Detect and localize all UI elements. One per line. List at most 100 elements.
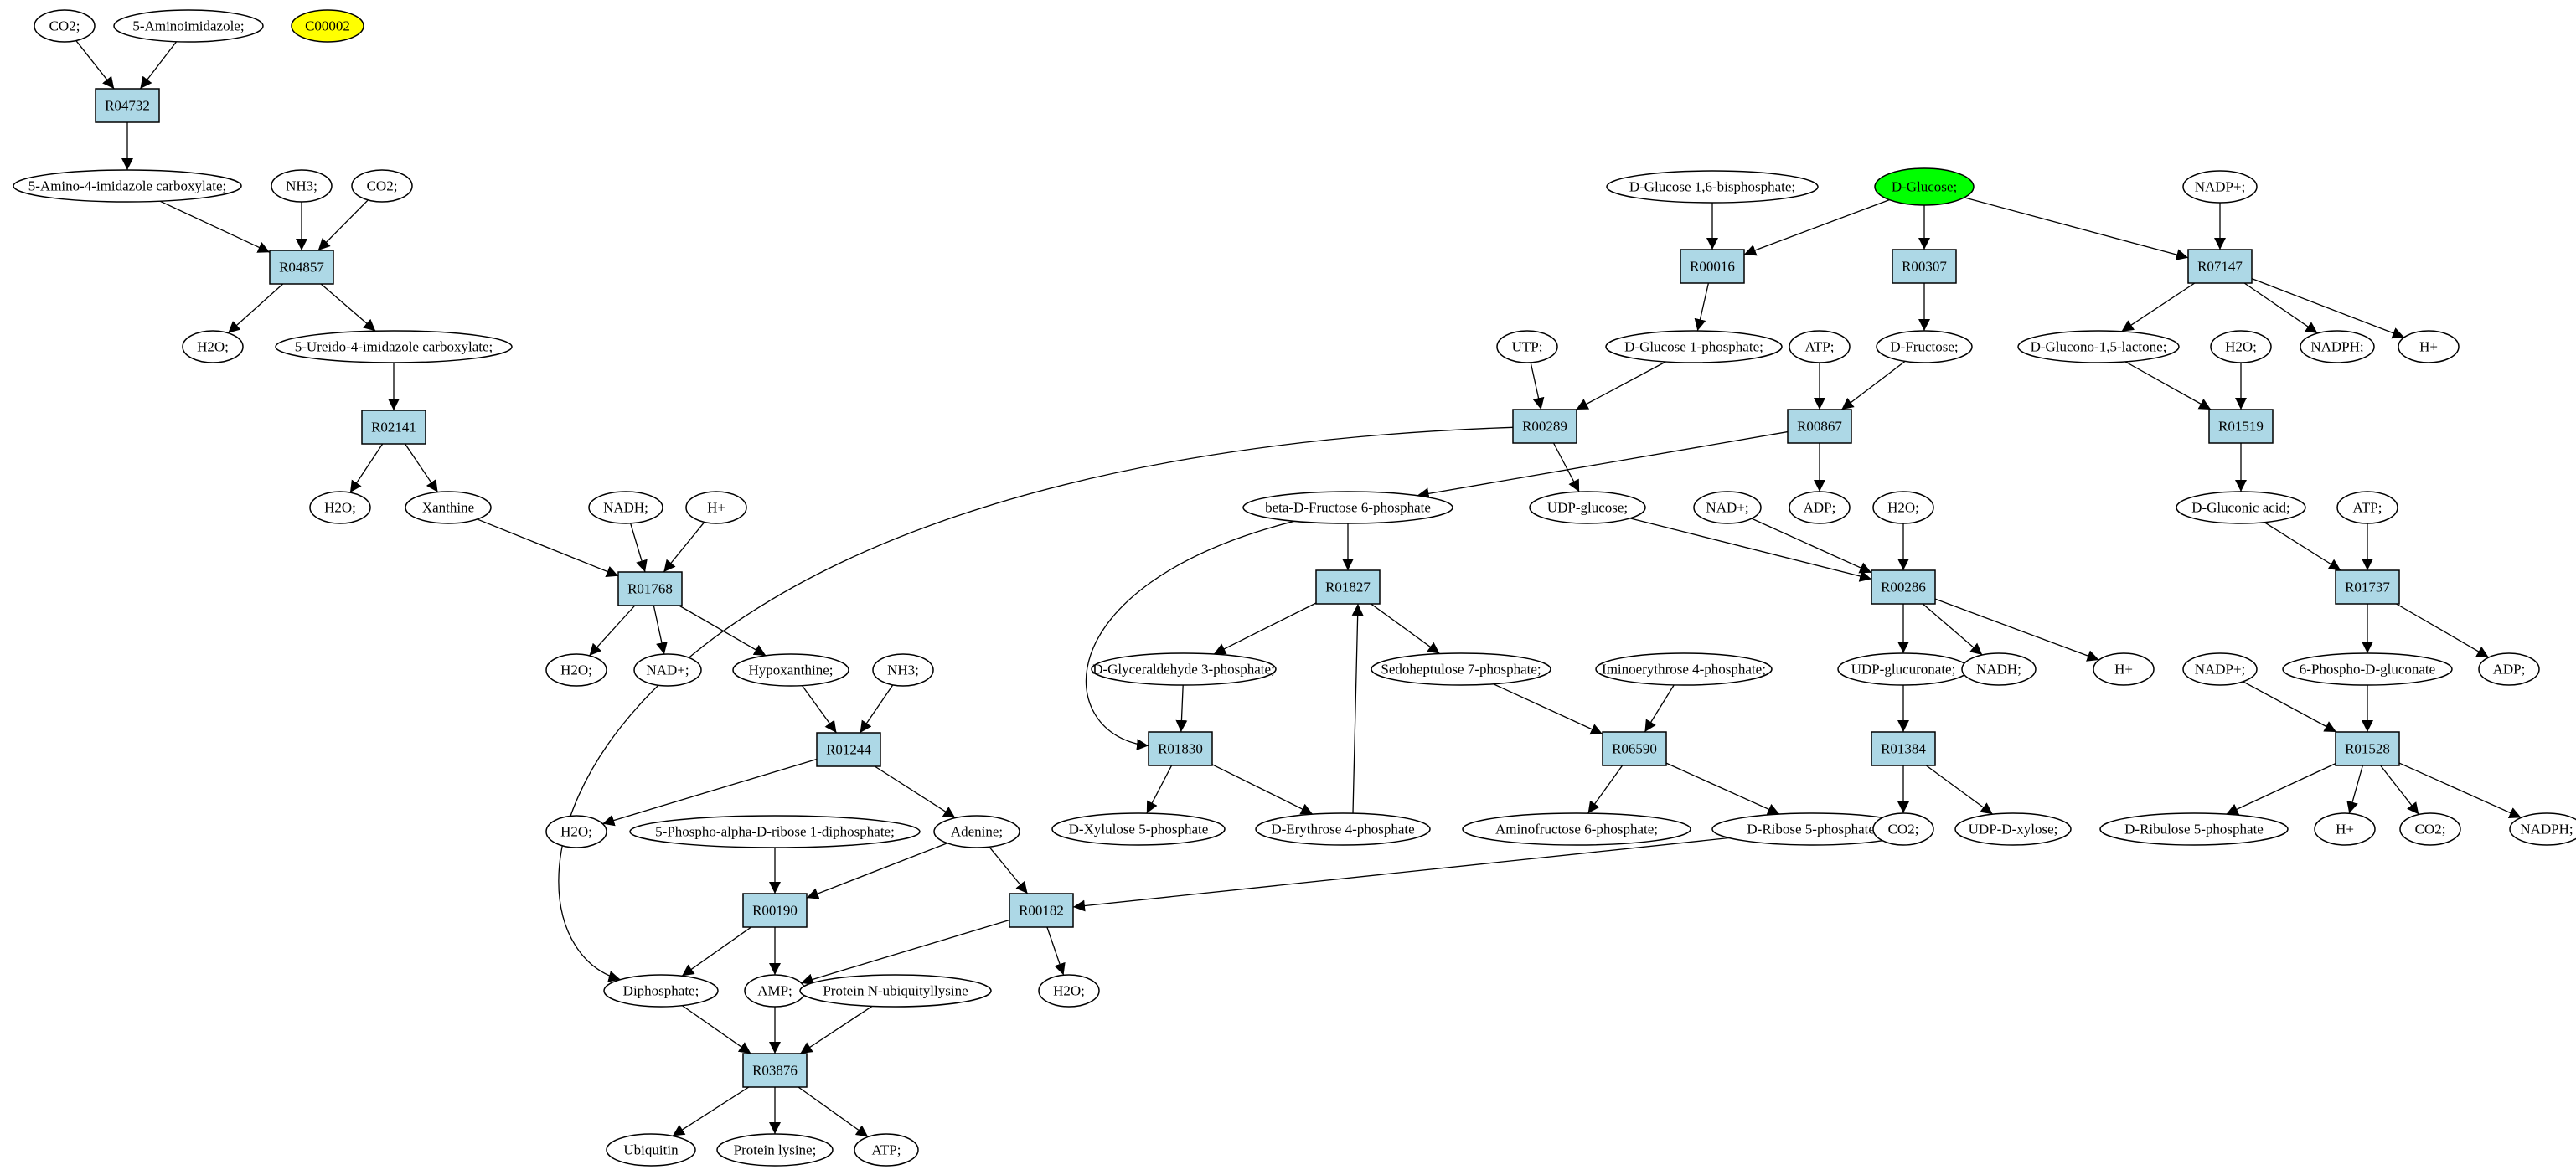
- compound-node-h2o_d[interactable]: H2O;: [545, 815, 607, 848]
- compound-node-gap[interactable]: D-Glyceraldehyde 3-phosphate;: [1091, 652, 1277, 686]
- reaction-node-r01827[interactable]: R01827: [1315, 569, 1381, 605]
- compound-node-udpglucose[interactable]: UDP-glucose;: [1529, 491, 1646, 524]
- compound-node-co2_b[interactable]: CO2;: [351, 169, 413, 203]
- compound-node-ureido[interactable]: 5-Ureido-4-imidazole carboxylate;: [275, 330, 513, 363]
- compound-node-co2_a[interactable]: CO2;: [34, 9, 96, 43]
- compound-node-ru5p[interactable]: D-Ribulose 5-phosphate: [2099, 812, 2289, 846]
- edge-line: [1552, 442, 1580, 492]
- reaction-node-r01244[interactable]: R01244: [816, 732, 881, 767]
- compound-node-glucono[interactable]: D-Glucono-1,5-lactone;: [2017, 330, 2180, 363]
- compound-node-dglucose[interactable]: D-Glucose;: [1874, 167, 1975, 206]
- compound-node-atp_c[interactable]: ATP;: [854, 1133, 919, 1167]
- reaction-node-r06590[interactable]: R06590: [1602, 731, 1667, 766]
- compound-node-g16bp[interactable]: D-Glucose 1,6-bisphosphate;: [1606, 170, 1819, 204]
- compound-ellipse: [2282, 652, 2453, 686]
- compound-node-nadph_a[interactable]: NADPH;: [2300, 330, 2375, 363]
- compound-node-diphosphate[interactable]: Diphosphate;: [603, 974, 719, 1008]
- compound-ellipse: [13, 169, 242, 203]
- compound-node-pgluconate[interactable]: 6-Phospho-D-gluconate: [2282, 652, 2453, 686]
- node-label: 5-Phospho-alpha-D-ribose 1-diphosphate;: [655, 824, 895, 840]
- reaction-node-r00286[interactable]: R00286: [1871, 569, 1936, 605]
- node-label: D-Erythrose 4-phosphate: [1271, 822, 1414, 837]
- reaction-node-r00016[interactable]: R00016: [1680, 249, 1745, 284]
- compound-node-c00002[interactable]: C00002: [291, 9, 364, 43]
- compound-node-hplus_b[interactable]: H+: [2398, 330, 2460, 363]
- node-label: beta-D-Fructose 6-phosphate: [1265, 500, 1431, 516]
- compound-node-e4p[interactable]: D-Erythrose 4-phosphate: [1255, 812, 1431, 846]
- edge-r02141-to-xanthine: [405, 443, 439, 492]
- reaction-node-r01768[interactable]: R01768: [617, 571, 683, 606]
- compound-node-nadplus_b[interactable]: NAD+;: [1693, 491, 1762, 524]
- compound-node-co2_d[interactable]: CO2;: [2399, 812, 2461, 846]
- compound-node-g1p[interactable]: D-Glucose 1-phosphate;: [1605, 330, 1783, 363]
- compound-ellipse: [854, 1133, 919, 1167]
- compound-node-adenine[interactable]: Adenine;: [933, 815, 1020, 848]
- reaction-node-r00307[interactable]: R00307: [1892, 249, 1957, 284]
- compound-node-h2o_g[interactable]: H2O;: [1872, 491, 1934, 524]
- reaction-node-r01519[interactable]: R01519: [2208, 409, 2274, 444]
- reaction-node-r03876[interactable]: R03876: [742, 1053, 808, 1088]
- compound-node-aminofructose[interactable]: Aminofructose 6-phosphate;: [1462, 812, 1691, 846]
- reaction-node-r02141[interactable]: R02141: [361, 410, 426, 445]
- compound-node-udpxylose[interactable]: UDP-D-xylose;: [1954, 812, 2072, 846]
- edge-line: [1840, 360, 1906, 410]
- compound-node-nadh_a[interactable]: NADH;: [588, 491, 663, 524]
- compound-node-utp[interactable]: UTP;: [1496, 330, 1558, 363]
- reaction-node-r00867[interactable]: R00867: [1787, 409, 1852, 444]
- compound-node-prpp[interactable]: 5-Phospho-alpha-D-ribose 1-diphosphate;: [629, 815, 921, 848]
- compound-node-s7p[interactable]: Sedoheptulose 7-phosphate;: [1371, 652, 1551, 686]
- compound-node-co2_c[interactable]: CO2;: [1872, 812, 1934, 846]
- compound-node-iminoerythrose[interactable]: Iminoerythrose 4-phosphate;: [1595, 652, 1773, 686]
- compound-node-nadph_b[interactable]: NADPH;: [2509, 812, 2576, 846]
- compound-node-amino_carboxylate[interactable]: 5-Amino-4-imidazole carboxylate;: [13, 169, 242, 203]
- reaction-node-r00289[interactable]: R00289: [1512, 409, 1577, 444]
- reaction-node-r01528[interactable]: R01528: [2335, 731, 2400, 766]
- compound-node-gluconic[interactable]: D-Gluconic acid;: [2176, 491, 2306, 524]
- compound-node-hypoxanthine[interactable]: Hypoxanthine;: [732, 653, 849, 687]
- compound-node-r5p[interactable]: D-Ribose 5-phosphate;: [1711, 812, 1914, 846]
- compound-node-protein_lysine[interactable]: Protein lysine;: [716, 1133, 834, 1167]
- compound-node-udpglucuronate[interactable]: UDP-glucuronate;: [1837, 652, 1969, 686]
- compound-node-hplus_a[interactable]: H+: [685, 491, 747, 524]
- compound-node-h2o_b[interactable]: H2O;: [309, 491, 371, 524]
- compound-node-aminoimidazole[interactable]: 5-Aminoimidazole;: [113, 9, 264, 43]
- node-label: H2O;: [324, 500, 356, 516]
- compound-node-dfructose[interactable]: D-Fructose;: [1876, 330, 1973, 363]
- reaction-node-r01830[interactable]: R01830: [1148, 731, 1213, 766]
- compound-node-h2o_a[interactable]: H2O;: [182, 330, 244, 363]
- edge-r07147-to-glucono: [2121, 282, 2196, 332]
- reaction-node-r07147[interactable]: R07147: [2187, 249, 2253, 284]
- reaction-node-r04857[interactable]: R04857: [269, 250, 334, 285]
- compound-node-xu5p[interactable]: D-Xylulose 5-phosphate: [1051, 812, 1226, 846]
- compound-node-nh3_b[interactable]: NH3;: [872, 653, 934, 687]
- compound-node-hplus_c[interactable]: H+: [2093, 652, 2155, 686]
- compound-node-ubiquitin[interactable]: Ubiquitin: [606, 1133, 696, 1167]
- reaction-node-r04732[interactable]: R04732: [95, 88, 160, 123]
- compound-node-amp[interactable]: AMP;: [744, 974, 806, 1008]
- compound-node-hplus_d[interactable]: H+: [2314, 812, 2376, 846]
- edge-line: [630, 523, 648, 573]
- compound-node-adp_b[interactable]: ADP;: [2478, 652, 2540, 686]
- compound-node-h2o_c[interactable]: H2O;: [545, 653, 607, 687]
- compound-node-h2o_e[interactable]: H2O;: [1038, 974, 1100, 1008]
- compound-node-protein_ub[interactable]: Protein N-ubiquityllysine: [799, 974, 992, 1008]
- compound-node-bdf6p[interactable]: beta-D-Fructose 6-phosphate: [1242, 491, 1453, 524]
- compound-node-nadpplus_b[interactable]: NADP+;: [2182, 652, 2258, 686]
- compound-node-atp_b[interactable]: ATP;: [2336, 491, 2398, 524]
- compound-node-nh3_a[interactable]: NH3;: [271, 169, 333, 203]
- reaction-node-r01737[interactable]: R01737: [2335, 569, 2400, 605]
- reaction-box: [2335, 731, 2400, 766]
- reaction-node-r01384[interactable]: R01384: [1871, 731, 1936, 766]
- compound-ellipse: [732, 653, 849, 687]
- compound-node-xanthine[interactable]: Xanthine: [405, 491, 492, 524]
- compound-node-nadplus_a[interactable]: NAD+;: [633, 653, 702, 687]
- compound-node-atp_a[interactable]: ATP;: [1789, 330, 1851, 363]
- compound-node-nadh_b[interactable]: NADH;: [1961, 652, 2037, 686]
- node-label: 6-Phospho-D-gluconate: [2300, 662, 2435, 678]
- compound-node-nadpplus_a[interactable]: NADP+;: [2182, 170, 2258, 204]
- reaction-node-r00182[interactable]: R00182: [1009, 893, 1074, 928]
- reaction-box: [1512, 409, 1577, 444]
- compound-node-h2o_f[interactable]: H2O;: [2210, 330, 2272, 363]
- reaction-node-r00190[interactable]: R00190: [742, 893, 808, 928]
- compound-node-adp_a[interactable]: ADP;: [1789, 491, 1851, 524]
